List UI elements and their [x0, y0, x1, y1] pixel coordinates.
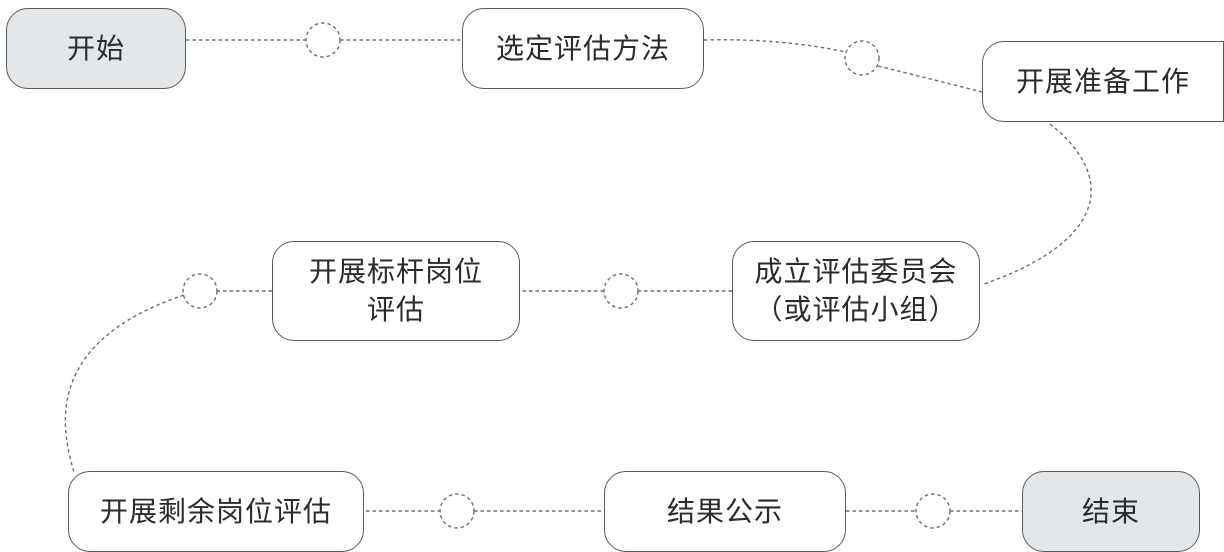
prepare-node: 开展准备工作 [982, 41, 1224, 122]
junction-circle [603, 273, 639, 309]
junction-circle [305, 22, 341, 58]
start-node: 开始 [6, 8, 186, 89]
connector-prepare-to-committee [983, 123, 1092, 285]
remaining-label: 开展剩余岗位评估 [99, 494, 332, 528]
start-label: 开始 [66, 31, 125, 65]
end-node: 结束 [1022, 471, 1200, 552]
junction-circle [439, 493, 475, 529]
committee-node: 成立评估委员会 （或评估小组） [732, 241, 980, 341]
connector-select-method-to-prepare [703, 39, 983, 93]
end-label: 结束 [1081, 494, 1140, 528]
committee-label: 成立评估委员会 （或评估小组） [754, 255, 958, 326]
publicize-label: 结果公示 [666, 494, 783, 528]
benchmark-node: 开展标杆岗位 评估 [272, 241, 520, 341]
select-method-node: 选定评估方法 [462, 8, 704, 89]
junction-circle [844, 40, 880, 76]
junction-circle [915, 493, 951, 529]
junction-circle [182, 273, 218, 309]
connector-benchmark-to-remaining [64, 290, 272, 473]
benchmark-label: 开展标杆岗位 评估 [308, 255, 483, 326]
prepare-label: 开展准备工作 [1015, 64, 1190, 98]
select-method-label: 选定评估方法 [495, 31, 670, 65]
publicize-node: 结果公示 [604, 471, 846, 552]
remaining-node: 开展剩余岗位评估 [68, 471, 364, 552]
